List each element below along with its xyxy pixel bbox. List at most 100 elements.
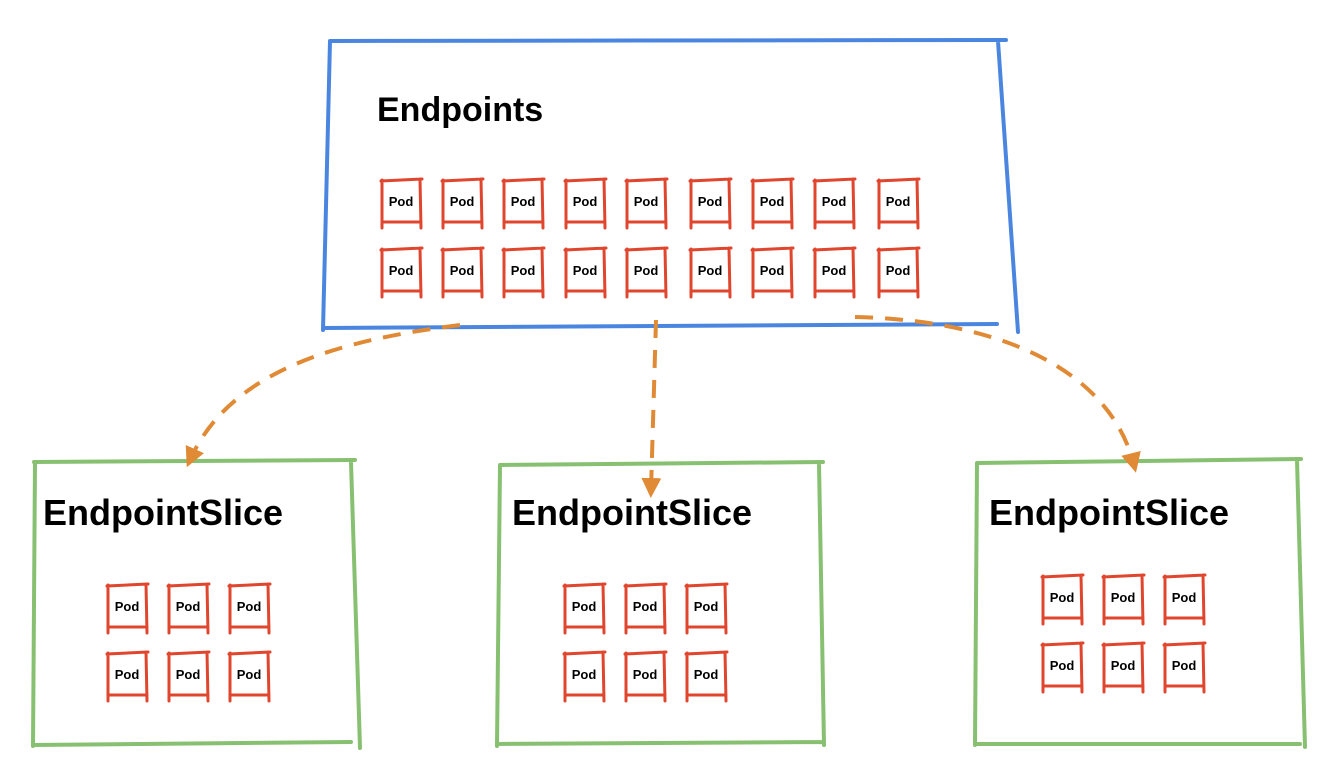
pod-icon bbox=[105, 650, 150, 703]
pod-label: Pod bbox=[694, 599, 719, 614]
pod-label: Pod bbox=[1172, 658, 1197, 673]
pod-label: Pod bbox=[511, 194, 536, 209]
pod-label: Pod bbox=[886, 263, 911, 278]
endpoints-pod-r1-c1: Pod bbox=[379, 177, 424, 230]
pod-label: Pod bbox=[450, 263, 475, 278]
endpoints-pod-r1-c7: Pod bbox=[750, 177, 795, 230]
pod-icon bbox=[440, 177, 485, 230]
pod-icon bbox=[166, 582, 211, 635]
pod-label: Pod bbox=[1172, 590, 1197, 605]
pod-label: Pod bbox=[698, 263, 723, 278]
pod-label: Pod bbox=[511, 263, 536, 278]
pod-icon bbox=[227, 650, 272, 703]
slice-2-pod-r1-c1: Pod bbox=[562, 582, 607, 635]
slice-1-pod-r2-c1: Pod bbox=[105, 650, 150, 703]
slice-1-pod-r2-c3: Pod bbox=[227, 650, 272, 703]
endpoints-pod-r2-c4: Pod bbox=[563, 246, 608, 299]
pod-label: Pod bbox=[1050, 590, 1075, 605]
pod-label: Pod bbox=[694, 667, 719, 682]
endpoints-title: Endpoints bbox=[377, 91, 543, 129]
endpoint-slice-title-2: EndpointSlice bbox=[512, 492, 752, 533]
slice-3-pod-r1-c1: Pod bbox=[1040, 573, 1085, 626]
pod-icon bbox=[563, 246, 608, 299]
endpoints-pod-r1-c9: Pod bbox=[876, 177, 921, 230]
pod-icon bbox=[1040, 641, 1085, 694]
pod-icon bbox=[1101, 641, 1146, 694]
pod-label: Pod bbox=[822, 194, 847, 209]
pod-icon bbox=[1162, 641, 1207, 694]
pod-label: Pod bbox=[176, 667, 201, 682]
pod-icon bbox=[684, 582, 729, 635]
pod-label: Pod bbox=[237, 599, 262, 614]
slice-2-pod-r1-c3: Pod bbox=[684, 582, 729, 635]
endpoints-pod-r1-c4: Pod bbox=[563, 177, 608, 230]
pod-icon bbox=[563, 177, 608, 230]
endpoints-pod-r2-c1: Pod bbox=[379, 246, 424, 299]
pod-icon bbox=[227, 582, 272, 635]
endpoints-pod-r1-c8: Pod bbox=[812, 177, 857, 230]
pod-label: Pod bbox=[760, 194, 785, 209]
slice-1-pod-r1-c3: Pod bbox=[227, 582, 272, 635]
pod-icon bbox=[624, 246, 669, 299]
pod-icon bbox=[876, 177, 921, 230]
pod-icon bbox=[688, 177, 733, 230]
pod-icon bbox=[812, 177, 857, 230]
pod-icon bbox=[750, 177, 795, 230]
pod-icon bbox=[501, 177, 546, 230]
pod-label: Pod bbox=[698, 194, 723, 209]
slice-2-pod-r2-c3: Pod bbox=[684, 650, 729, 703]
slice-3-pod-r1-c2: Pod bbox=[1101, 573, 1146, 626]
pod-icon bbox=[379, 246, 424, 299]
endpoints-pod-r2-c9: Pod bbox=[876, 246, 921, 299]
pod-label: Pod bbox=[634, 263, 659, 278]
endpoints-pod-r1-c2: Pod bbox=[440, 177, 485, 230]
pod-label: Pod bbox=[634, 194, 659, 209]
pod-label: Pod bbox=[760, 263, 785, 278]
pod-icon bbox=[684, 650, 729, 703]
pod-icon bbox=[623, 582, 668, 635]
pod-label: Pod bbox=[1111, 658, 1136, 673]
endpoints-pod-r2-c8: Pod bbox=[812, 246, 857, 299]
pod-label: Pod bbox=[633, 667, 658, 682]
endpoints-pod-r1-c6: Pod bbox=[688, 177, 733, 230]
pod-icon bbox=[562, 582, 607, 635]
pod-label: Pod bbox=[389, 263, 414, 278]
slice-1-pod-r2-c2: Pod bbox=[166, 650, 211, 703]
pod-icon bbox=[1101, 573, 1146, 626]
slice-3-pod-r2-c1: Pod bbox=[1040, 641, 1085, 694]
pod-label: Pod bbox=[572, 667, 597, 682]
pod-icon bbox=[688, 246, 733, 299]
pod-icon bbox=[105, 582, 150, 635]
pod-icon bbox=[750, 246, 795, 299]
pod-icon bbox=[1040, 573, 1085, 626]
pod-icon bbox=[623, 650, 668, 703]
pod-label: Pod bbox=[1111, 590, 1136, 605]
pod-label: Pod bbox=[1050, 658, 1075, 673]
endpoints-pod-r2-c5: Pod bbox=[624, 246, 669, 299]
pod-label: Pod bbox=[572, 599, 597, 614]
pod-icon bbox=[440, 246, 485, 299]
slice-2-pod-r2-c2: Pod bbox=[623, 650, 668, 703]
pod-label: Pod bbox=[115, 667, 140, 682]
slice-1-pod-r1-c2: Pod bbox=[166, 582, 211, 635]
arrow-to-slice-1 bbox=[185, 323, 461, 468]
endpoints-pod-r1-c5: Pod bbox=[624, 177, 669, 230]
pod-label: Pod bbox=[115, 599, 140, 614]
slice-1-pod-r1-c1: Pod bbox=[105, 582, 150, 635]
pod-label: Pod bbox=[573, 194, 598, 209]
pod-label: Pod bbox=[633, 599, 658, 614]
endpoints-pod-r2-c3: Pod bbox=[501, 246, 546, 299]
endpoints-pod-r1-c3: Pod bbox=[501, 177, 546, 230]
endpoints-pod-r2-c7: Pod bbox=[750, 246, 795, 299]
slice-3-pod-r1-c3: Pod bbox=[1162, 573, 1207, 626]
pod-label: Pod bbox=[822, 263, 847, 278]
slice-3-pod-r2-c3: Pod bbox=[1162, 641, 1207, 694]
endpoint-slice-box-2-border bbox=[495, 460, 826, 748]
arrow-to-slice-3 bbox=[854, 315, 1141, 473]
